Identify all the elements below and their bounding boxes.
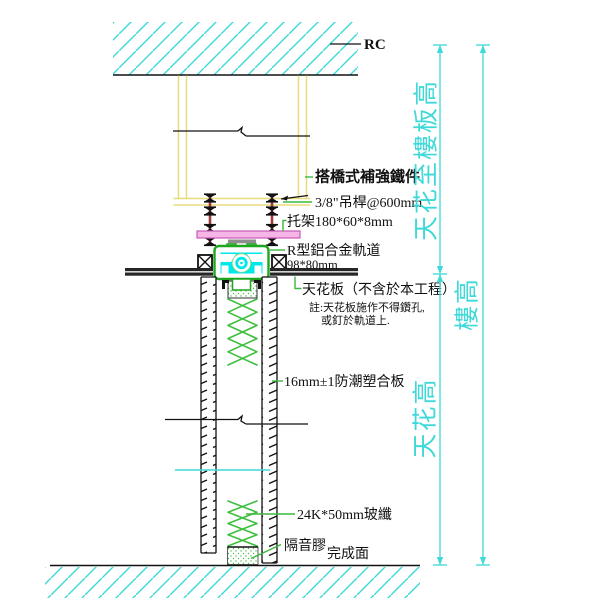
dim-ceiling-height: 天花高 (412, 377, 440, 458)
rc-slab (113, 22, 361, 76)
callout-finish-surface: 完成面 (327, 546, 369, 562)
seal-block-bottom (227, 546, 259, 565)
ceiling-note-line2: 或釘於軌道上. (321, 313, 390, 327)
callout-sound-seal: 隔音膠 (284, 537, 326, 554)
floor (45, 564, 420, 598)
neck-bracket-left (222, 280, 229, 289)
ceiling-line (125, 268, 358, 276)
rod-arrow-leader (280, 194, 309, 201)
framing-symbol-right (271, 254, 287, 270)
track-neck (231, 278, 252, 291)
neck-bracket-right (254, 280, 261, 289)
callout-bridge: 搭橋式補強鐵件 (315, 168, 420, 186)
board-right (261, 276, 278, 564)
framing-symbol-left (197, 254, 213, 270)
glass-wool-upper (227, 298, 258, 366)
callout-hanger-rod: 3/8"吊桿@600mm (315, 195, 422, 211)
board-left (200, 276, 217, 554)
callout-rail-size: 98*80mm (287, 258, 338, 272)
ceiling-note-line1: 註:天花板施作不得鑽孔, (309, 300, 425, 314)
bracket-plate (196, 230, 301, 239)
callout-board: 16mm±1防潮塑合板 (284, 374, 404, 390)
dim-ceiling-to-slab: 天花至樓板高 (413, 79, 441, 241)
bridge-frame (173, 75, 310, 206)
rc-label: RC (364, 37, 386, 53)
dim-storey-height: 樓高 (454, 277, 482, 331)
break-line-upper (173, 125, 310, 137)
dimension-arrows (436, 45, 487, 565)
callout-bracket: 托架180*60*8mm (287, 214, 393, 230)
leader-lines (246, 176, 313, 560)
aluminum-track (213, 239, 270, 281)
callout-glass-wool: 24K*50mm玻纖 (297, 507, 392, 523)
callout-ceiling-panel: 天花板（不含於本工程） (302, 282, 456, 298)
break-line-lower (165, 414, 308, 425)
callout-rail-name: R型鋁合金軌道 (287, 243, 380, 259)
glass-wool-lower (227, 500, 258, 547)
